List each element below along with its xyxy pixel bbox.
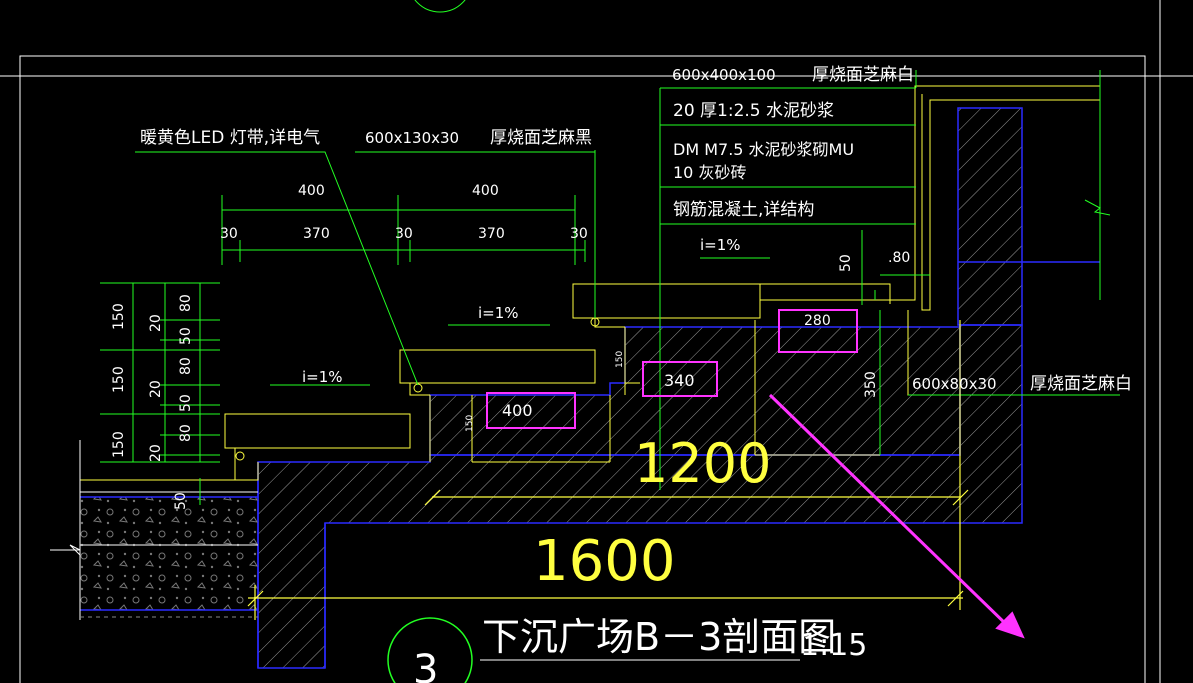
box-labels: 400 340 280 <box>502 313 831 420</box>
dim-150-b: 150 <box>111 366 127 393</box>
highlight-arrow <box>768 393 1025 639</box>
leader-lines <box>135 70 1120 505</box>
slope-top: i=1% <box>700 236 741 254</box>
dim-150-step-b: 150 <box>465 415 475 432</box>
slope-labels: i=1% i=1% i=1% <box>302 236 741 386</box>
label-granite-white-top: 厚烧面芝麻白 <box>812 65 914 85</box>
callout-labels: 暖黄色LED 灯带,详电气 600x130x30 厚烧面芝麻黑 600x400x… <box>140 65 1132 394</box>
dim-1200: 1200 <box>634 432 771 495</box>
ground-layers <box>50 440 258 620</box>
dim-1600: 1600 <box>533 529 676 594</box>
title-number: 3 <box>413 647 438 683</box>
dim-150-step-a: 150 <box>615 351 625 368</box>
label-led-strip: 暖黄色LED 灯带,详电气 <box>140 128 320 148</box>
dim-20-b: 20 <box>148 380 164 398</box>
dim-80-c: 80 <box>178 424 194 442</box>
dim-50-a: 50 <box>178 327 194 345</box>
dim-150-a: 150 <box>111 303 127 330</box>
label-granite-white-right: 厚烧面芝麻白 <box>1030 374 1132 394</box>
label-mortar: 20 厚1:2.5 水泥砂浆 <box>673 101 834 121</box>
label-stone-600x80: 600x80x30 <box>912 375 997 393</box>
dim-20-a: 20 <box>148 314 164 332</box>
left-height-dims <box>100 282 220 463</box>
step-outlines <box>224 85 1120 481</box>
box-340-label: 340 <box>664 371 695 390</box>
dim-80-a: 80 <box>178 294 194 312</box>
top-width-dims <box>221 150 596 318</box>
label-masonry-2: 10 灰砂砖 <box>673 163 746 182</box>
dim-30-b: 30 <box>395 226 413 242</box>
title-circle <box>387 617 473 683</box>
drawing-title: 3 下沉广场B－3剖面图 1:15 <box>413 615 867 683</box>
dim-30-a: 30 <box>220 226 238 242</box>
dim-350: 350 <box>863 371 879 398</box>
dim-20-c: 20 <box>148 444 164 462</box>
box-340 <box>642 361 718 397</box>
dim-30-c: 30 <box>570 226 588 242</box>
dim-370-a: 370 <box>303 226 330 242</box>
dim-400-right: 400 <box>472 183 499 199</box>
label-masonry-1: DM M7.5 水泥砂浆砌MU <box>673 140 854 159</box>
box-280-label: 280 <box>804 313 831 329</box>
dim-370-b: 370 <box>478 226 505 242</box>
title-text: 下沉广场B－3剖面图 <box>482 615 836 659</box>
dimension-labels: 400 400 30 370 30 370 30 50 .80 150 150 … <box>111 183 910 510</box>
box-400 <box>486 392 576 429</box>
main-dimension-lines <box>247 320 969 620</box>
box-280 <box>778 309 858 353</box>
dim-400-left: 400 <box>298 183 325 199</box>
label-stone-600x400: 600x400x100 <box>672 66 776 84</box>
dim-50-c: 50 <box>173 492 189 510</box>
dim-50-top: 50 <box>838 254 854 272</box>
title-scale: 1:15 <box>800 628 867 663</box>
slope-bottom: i=1% <box>302 368 343 386</box>
label-concrete: 钢筋混凝土,详结构 <box>673 200 814 220</box>
slope-middle: i=1% <box>478 304 519 322</box>
label-granite-black: 厚烧面芝麻黑 <box>490 128 592 148</box>
main-dimension-labels: 1200 1600 <box>533 432 771 594</box>
label-stone-600x130: 600x130x30 <box>365 129 459 147</box>
highlight-boxes <box>486 309 858 429</box>
dim-150-c: 150 <box>111 431 127 458</box>
dim-80-top: .80 <box>888 250 910 266</box>
dim-50-b: 50 <box>178 394 194 412</box>
box-400-label: 400 <box>502 401 533 420</box>
dim-80-b: 80 <box>178 357 194 375</box>
